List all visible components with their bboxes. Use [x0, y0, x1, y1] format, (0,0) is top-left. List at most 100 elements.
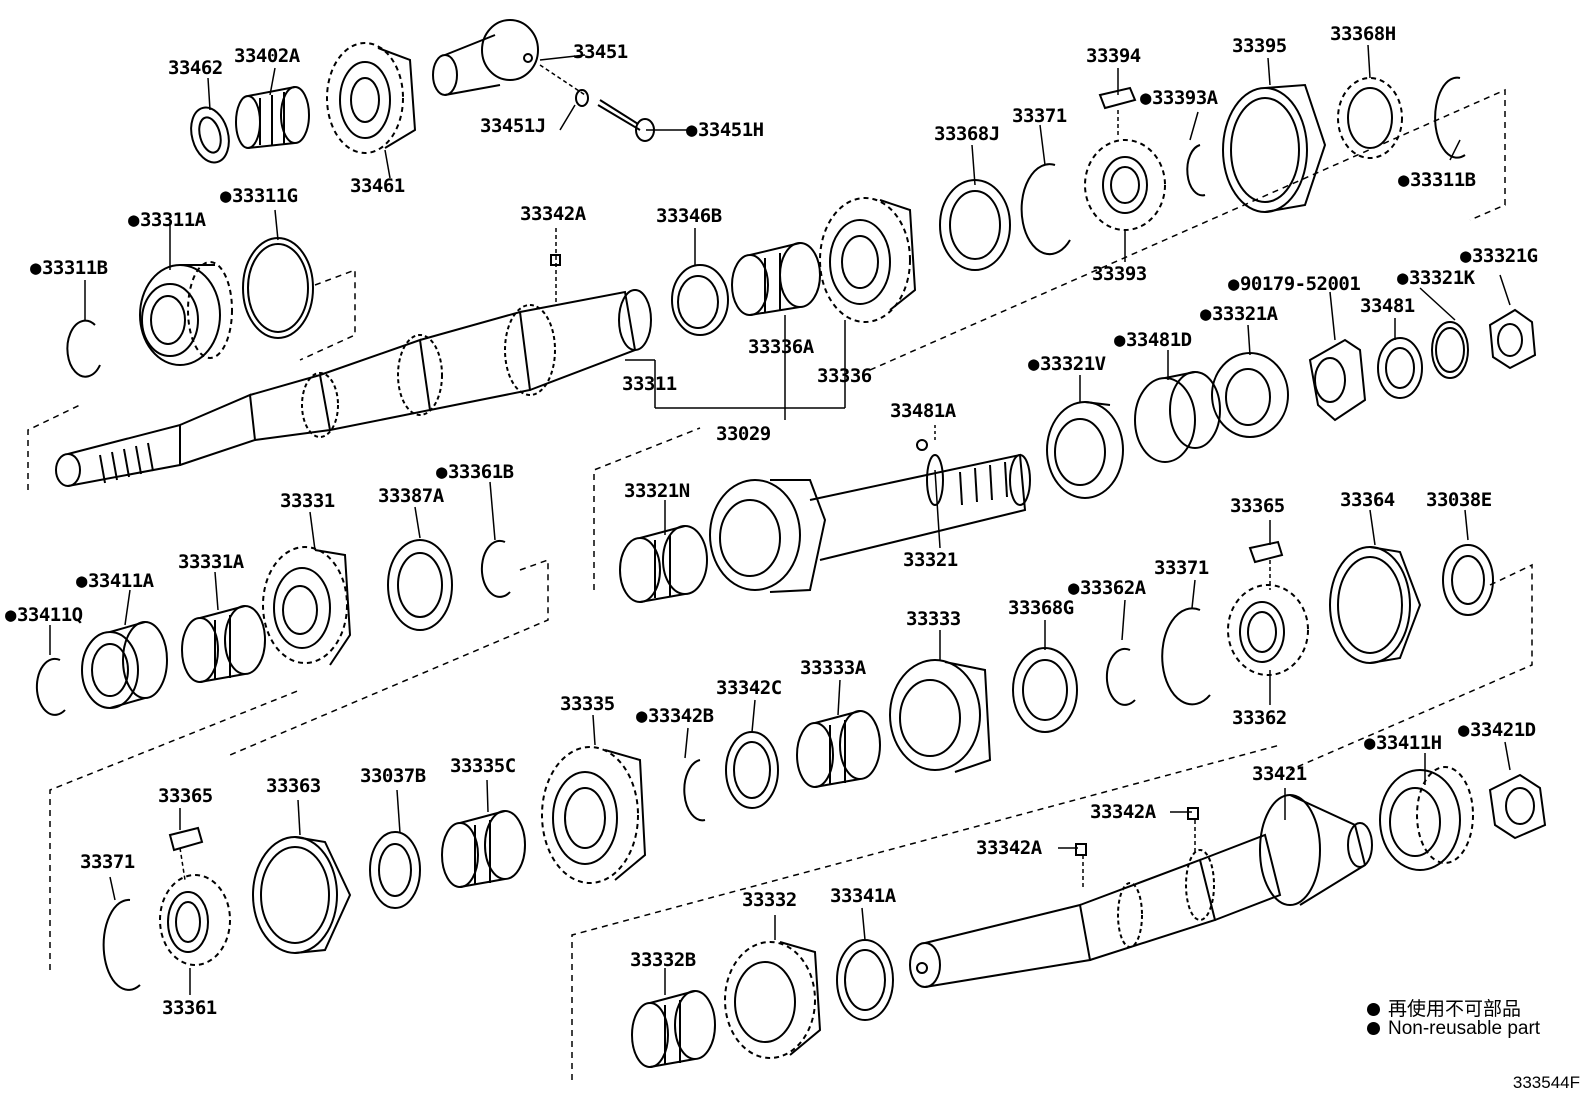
bullet-icon — [1367, 1003, 1380, 1016]
sleeve-33451-shape — [432, 19, 539, 96]
part-label-33481A: 33481A — [890, 400, 956, 422]
legend-text-japanese: 再使用不可部品 — [1388, 999, 1522, 1020]
snap-ring-33342B-shape — [683, 759, 706, 822]
snap-ring-33371-left-shape — [102, 898, 141, 991]
part-label-33341A: 33341A — [830, 885, 896, 907]
sleeve-33363-shape — [252, 836, 352, 954]
snap-ring-33371-top-shape — [1020, 163, 1071, 256]
part-label-33368G: 33368G — [1008, 597, 1074, 619]
part-label-33342B: 33342B — [636, 706, 714, 726]
part-label-33311B-left: 33311B — [30, 258, 108, 278]
bearing-33411A-shape — [81, 621, 168, 709]
gear-33332-shape — [724, 941, 822, 1059]
ring-33311G-shape — [242, 237, 314, 339]
pin-33342A-r2-shape — [1075, 843, 1087, 856]
part-label-33421D: 33421D — [1458, 720, 1536, 740]
synchro-ring-33387A-shape — [387, 539, 453, 631]
synchro-ring-33368H-shape — [1337, 77, 1403, 159]
pin-33342A-r1-shape — [1187, 807, 1199, 820]
dashed-outlines — [27, 88, 1533, 1080]
key-33365-left-shape — [168, 826, 204, 852]
bolt-33451H-shape — [597, 99, 655, 142]
part-label-33336A: 33336A — [748, 336, 814, 358]
needle-bearing-33333A-shape — [796, 710, 881, 788]
part-label-33321N: 33321N — [624, 480, 690, 502]
part-label-33342A-r1: 33342A — [1090, 801, 1156, 823]
part-label-33481: 33481 — [1360, 295, 1415, 317]
part-label-33462: 33462 — [168, 57, 223, 79]
part-label-33029: 33029 — [716, 423, 771, 445]
part-label-33335: 33335 — [560, 693, 615, 715]
part-label-33342A-top: 33342A — [520, 203, 586, 225]
gear-33335-shape — [541, 746, 647, 884]
hub-33362-shape — [1227, 584, 1309, 676]
gear-33333-shape — [889, 659, 992, 773]
race-33346B-shape — [671, 264, 729, 336]
part-label-33311A: 33311A — [128, 210, 206, 230]
snap-ring-33311B-right-shape — [1434, 76, 1466, 159]
diagram-code: 333544F — [1512, 1073, 1580, 1092]
bearing-33411H-shape — [1379, 766, 1474, 871]
nut-90179-shape — [1308, 338, 1367, 422]
counter-shaft-33321-shape — [709, 453, 1031, 593]
ball-33481A-shape — [916, 439, 928, 451]
part-label-33038E: 33038E — [1426, 489, 1492, 511]
part-label-33332: 33332 — [742, 889, 797, 911]
part-label-33321V: 33321V — [1028, 354, 1106, 374]
part-label-33342C: 33342C — [716, 677, 782, 699]
snap-ring-33362A-shape — [1105, 647, 1136, 706]
hub-33361-shape — [159, 874, 231, 966]
snap-ring-33361B-shape — [480, 539, 511, 598]
part-label-33411A: 33411A — [76, 571, 154, 591]
washer-33451J-shape — [575, 89, 589, 107]
leader-lines — [49, 44, 1511, 995]
key-33365-right-shape — [1248, 540, 1284, 564]
sleeve-33395-shape — [1222, 83, 1327, 213]
nut-33321G-shape — [1488, 308, 1537, 370]
ring-33481-shape — [1377, 337, 1423, 399]
gear-33336-shape — [819, 197, 917, 323]
part-label-33361B: 33361B — [436, 462, 514, 482]
bullet-icon — [1367, 1022, 1380, 1035]
part-label-33321A: 33321A — [1200, 304, 1278, 324]
nut-33421D-shape — [1488, 773, 1547, 840]
part-label-33421: 33421 — [1252, 763, 1307, 785]
key-33394-shape — [1098, 86, 1137, 110]
part-label-33332B: 33332B — [630, 949, 696, 971]
part-label-33395: 33395 — [1232, 35, 1287, 57]
part-label-33311B-right: 33311B — [1398, 170, 1476, 190]
part-label-33371-left: 33371 — [80, 851, 135, 873]
snap-ring-33311B-left-shape — [66, 319, 101, 378]
part-label-33461: 33461 — [350, 175, 405, 197]
part-label-33311G: 33311G — [220, 186, 298, 206]
part-label-33346B: 33346B — [656, 205, 722, 227]
part-label-33361: 33361 — [162, 997, 217, 1019]
ring-33038E-shape — [1442, 544, 1494, 616]
part-label-33393: 33393 — [1092, 263, 1147, 285]
bearing-33321V-shape — [1046, 401, 1124, 499]
part-label-33365-right: 33365 — [1230, 495, 1285, 517]
gear-33331-shape — [262, 546, 352, 666]
synchro-ring-33368G-shape — [1012, 647, 1078, 733]
snap-ring-33371-mid-shape — [1161, 607, 1211, 706]
part-label-33481D: 33481D — [1114, 330, 1192, 350]
part-label-90179-52001: 90179-52001 — [1228, 274, 1361, 294]
part-label-33362A: 33362A — [1068, 578, 1146, 598]
part-label-33411H: 33411H — [1364, 733, 1442, 753]
washer-33462-shape — [190, 106, 230, 164]
part-label-33365-left: 33365 — [158, 785, 213, 807]
part-label-33311: 33311 — [622, 373, 677, 395]
part-label-33333: 33333 — [906, 608, 961, 630]
legend-text-english: Non-reusable part — [1388, 1018, 1541, 1039]
sleeve-33364-shape — [1329, 546, 1422, 664]
gear-33461-shape — [326, 42, 417, 154]
part-label-33451J: 33451J — [480, 115, 546, 137]
part-label-33393A: 33393A — [1140, 88, 1218, 108]
part-label-33037B: 33037B — [360, 765, 426, 787]
part-label-33362: 33362 — [1232, 707, 1287, 729]
input-shaft-33311-shape — [55, 289, 652, 487]
needle-bearing-33331A-shape — [181, 605, 266, 683]
part-label-33321K: 33321K — [1397, 268, 1475, 288]
part-label-33333A: 33333A — [800, 657, 866, 679]
hub-33393-shape — [1084, 139, 1166, 231]
